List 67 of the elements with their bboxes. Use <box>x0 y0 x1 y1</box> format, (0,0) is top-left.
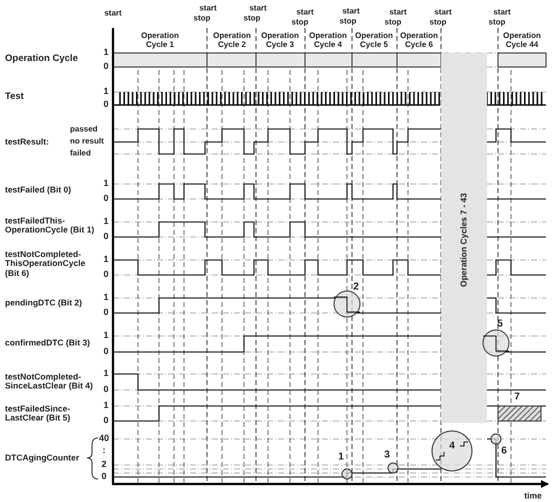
signal-label: confirmedDTC (Bit 3) <box>5 338 90 348</box>
level-label: 1 <box>104 369 108 379</box>
time-marker-label: start <box>199 4 217 14</box>
callout-number: 2 <box>353 282 359 292</box>
signal-label: Operation Cycle <box>5 54 78 64</box>
cycle-label: Operation Cycle 44 <box>502 32 542 50</box>
signal-label: pendingDTC (Bit 2) <box>5 298 82 308</box>
cycle-label: Operation Cycle 2 <box>212 32 252 50</box>
level-label: 0 <box>104 347 108 357</box>
level-label: 0 <box>104 416 108 426</box>
time-marker-label: stop <box>194 14 210 24</box>
callout-number: 1 <box>338 452 344 462</box>
time-marker-label: start <box>493 8 511 18</box>
state-label: passed <box>70 126 98 134</box>
level-label: 1 <box>104 87 108 97</box>
level-label: 1 <box>104 255 108 265</box>
signal-label: testFailedThis- OperationCycle (Bit 1) <box>5 216 96 236</box>
cycle-label: Operation Cycle 3 <box>260 32 300 50</box>
state-label: no result <box>70 138 104 146</box>
level-label: 1 <box>104 293 108 303</box>
time-marker-label: stop <box>384 18 402 28</box>
time-marker-label: start <box>104 10 122 18</box>
signal-label: testResult: <box>5 137 49 147</box>
level-label: 0 <box>104 385 108 395</box>
time-marker-label: stop <box>292 18 308 28</box>
time-marker-label: start <box>249 4 267 14</box>
level-label: 0 <box>104 62 108 72</box>
level-label: 1 <box>104 179 108 189</box>
time-marker-label: start <box>434 8 452 18</box>
signal-label: testNotCompleted- ThisOperationCycle (Bit 6) <box>5 250 86 278</box>
level-label: 40 <box>99 434 109 444</box>
level-label: : <box>102 446 106 456</box>
state-label: failed <box>70 150 91 158</box>
level-label: 0 <box>104 100 108 110</box>
level-label: 0 <box>102 472 106 482</box>
cycle-label: Operation Cycle 4 <box>308 32 348 50</box>
band-label: Operation Cycles 7 - 43 <box>459 193 469 287</box>
time-marker-label: start <box>389 8 407 18</box>
level-label: 1 <box>104 48 108 58</box>
level-label: 2 <box>102 460 106 470</box>
level-label: 1 <box>104 401 108 411</box>
cycle-label: Operation Cycle 1 <box>140 32 180 50</box>
signal-label: testNotCompleted- SinceLastClear (Bit 4) <box>5 372 94 392</box>
cycle-label: Operation Cycle 5 <box>354 32 394 50</box>
level-label: 1 <box>104 331 108 341</box>
callout-number: 3 <box>384 450 390 460</box>
callout-number: 4 <box>449 440 455 452</box>
signal-label: DTCAgingCounter <box>5 453 80 463</box>
axis-label: time <box>524 491 542 501</box>
time-marker-label: stop <box>340 18 356 26</box>
callout-number: 5 <box>497 318 503 330</box>
signal-label: testFailedSince- LastClear (Bit 5) <box>5 404 72 424</box>
signal-label: Test <box>5 92 24 102</box>
time-marker-label: stop <box>430 18 446 28</box>
signal-label: testFailed (Bit 0) <box>5 185 72 195</box>
level-label: 0 <box>104 270 108 280</box>
cycle-label: Operation Cycle 6 <box>399 32 439 50</box>
level-label: 0 <box>104 308 108 318</box>
time-marker-label: start <box>342 8 360 16</box>
level-label: 1 <box>104 217 108 227</box>
time-marker-label: stop <box>488 18 506 28</box>
level-label: 0 <box>104 194 108 204</box>
time-marker-label: stop <box>244 14 260 24</box>
time-marker-label: start <box>296 8 314 18</box>
level-label: 0 <box>104 232 108 242</box>
callout-number: 7 <box>514 392 520 402</box>
callout-number: 6 <box>501 446 507 456</box>
